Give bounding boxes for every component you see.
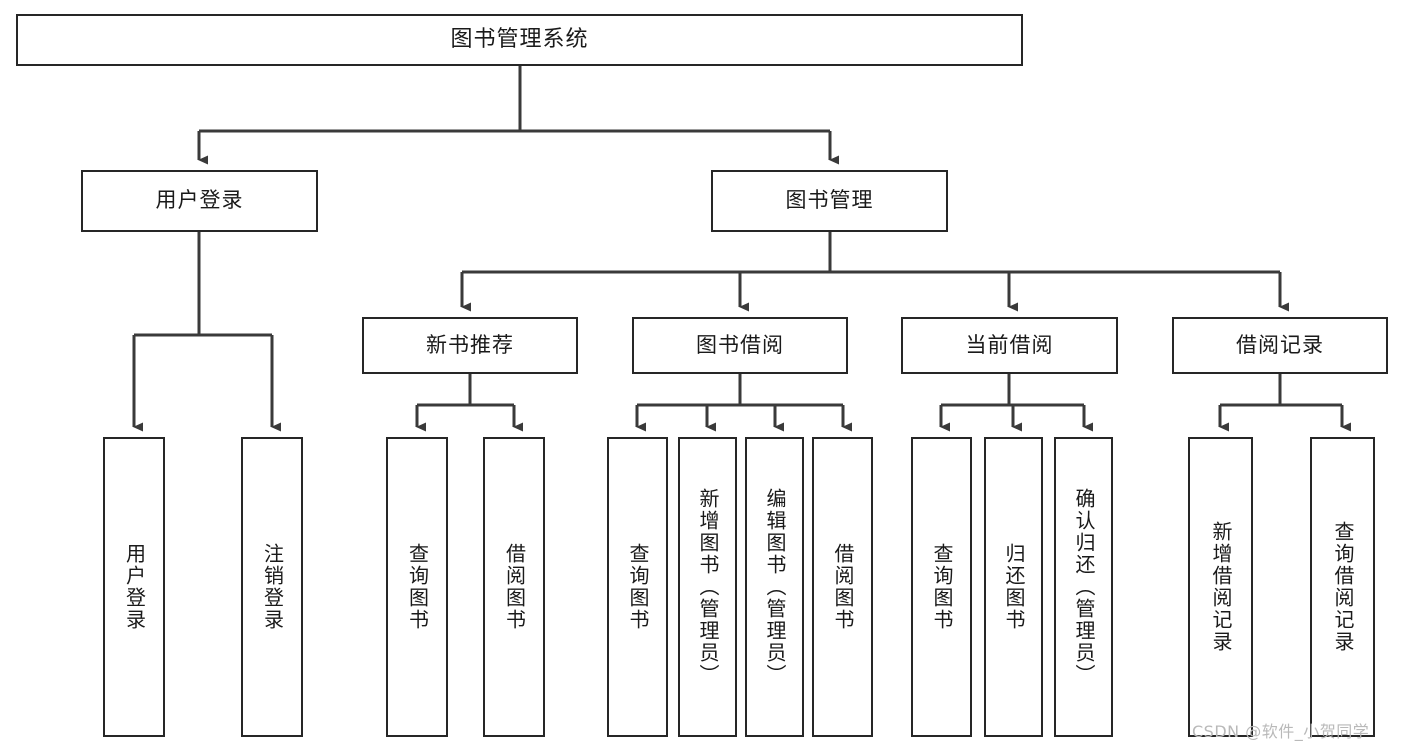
leaf-return-book[interactable]: 归还图书 — [984, 437, 1043, 737]
node-label: 用户登录 — [155, 188, 244, 213]
leaf-borrow-book-nbr[interactable]: 借阅图书 — [483, 437, 545, 737]
node-label: 图书借阅 — [696, 332, 784, 357]
node-label: 借阅图书 — [502, 543, 527, 631]
node-label: 新增借阅记录 — [1209, 521, 1233, 653]
node-book-management[interactable]: 图书管理 — [711, 170, 948, 232]
leaf-query-book-cb[interactable]: 查询图书 — [911, 437, 972, 737]
node-label: 注销登录 — [260, 543, 285, 631]
node-label: 确认归还（管理员） — [1072, 488, 1096, 686]
node-label: 用户登录 — [122, 543, 147, 631]
node-label: 归还图书 — [1002, 543, 1026, 631]
node-borrow-record[interactable]: 借阅记录 — [1172, 317, 1388, 374]
csdn-watermark: CSDN @软件_小贺同学 — [1192, 722, 1370, 741]
leaf-query-book-nbr[interactable]: 查询图书 — [386, 437, 448, 737]
node-label: 编辑图书（管理员） — [763, 488, 787, 686]
node-label: 借阅图书 — [831, 543, 855, 631]
leaf-confirm-return-admin[interactable]: 确认归还（管理员） — [1054, 437, 1113, 737]
node-label: 借阅记录 — [1236, 332, 1324, 357]
leaf-add-book-admin[interactable]: 新增图书（管理员） — [678, 437, 737, 737]
node-label: 新增图书（管理员） — [696, 488, 720, 686]
node-label: 查询图书 — [626, 543, 650, 631]
leaf-borrow-book-bb[interactable]: 借阅图书 — [812, 437, 873, 737]
node-root-system[interactable]: 图书管理系统 — [16, 14, 1023, 66]
node-label: 查询图书 — [930, 543, 954, 631]
leaf-edit-book-admin[interactable]: 编辑图书（管理员） — [745, 437, 804, 737]
leaf-query-book-bb[interactable]: 查询图书 — [607, 437, 668, 737]
leaf-user-login[interactable]: 用户登录 — [103, 437, 165, 737]
leaf-logout[interactable]: 注销登录 — [241, 437, 303, 737]
node-new-book-recommend[interactable]: 新书推荐 — [362, 317, 578, 374]
node-label: 新书推荐 — [426, 332, 514, 357]
node-user-login[interactable]: 用户登录 — [81, 170, 318, 232]
leaf-add-borrow-record[interactable]: 新增借阅记录 — [1188, 437, 1253, 737]
node-label: 查询图书 — [405, 543, 430, 631]
node-current-borrow[interactable]: 当前借阅 — [901, 317, 1118, 374]
leaf-query-borrow-record[interactable]: 查询借阅记录 — [1310, 437, 1375, 737]
node-label: 图书管理系统 — [450, 26, 589, 52]
node-label: 当前借阅 — [965, 332, 1054, 357]
node-label: 查询借阅记录 — [1331, 521, 1355, 653]
node-book-borrow[interactable]: 图书借阅 — [632, 317, 848, 374]
node-label: 图书管理 — [785, 188, 874, 213]
